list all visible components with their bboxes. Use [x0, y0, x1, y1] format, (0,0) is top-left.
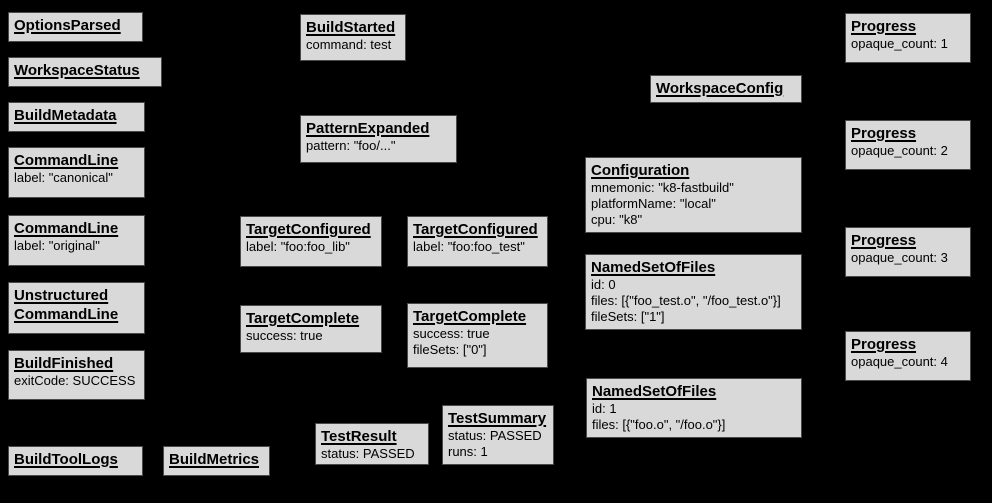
- event-box-build-started: BuildStarted command: test: [300, 14, 406, 61]
- event-title: BuildMetrics: [169, 451, 260, 468]
- event-box-progress-3: Progress opaque_count: 3: [845, 227, 971, 277]
- event-attr: label: "foo:foo_lib": [246, 239, 350, 254]
- event-box-progress-1: Progress opaque_count: 1: [845, 13, 971, 63]
- event-box-workspace-config: WorkspaceConfig: [650, 75, 802, 103]
- event-box-build-tool-logs: BuildToolLogs: [8, 446, 143, 476]
- event-box-build-finished: BuildFinished exitCode: SUCCESS: [8, 350, 145, 400]
- event-box-unstructured-command-line: Unstructured CommandLine: [8, 282, 145, 334]
- event-attr: opaque_count: 3: [851, 250, 948, 265]
- event-title: TargetComplete: [246, 310, 360, 327]
- event-title: PatternExpanded: [306, 120, 430, 137]
- event-box-progress-2: Progress opaque_count: 2: [845, 120, 971, 170]
- event-title: Progress: [851, 232, 917, 249]
- event-title: BuildMetadata: [14, 107, 117, 124]
- event-box-command-line-canonical: CommandLine label: "canonical": [8, 147, 145, 198]
- event-title: Progress: [851, 336, 917, 353]
- event-title: NamedSetOfFiles: [591, 259, 716, 276]
- event-attr: cpu: "k8": [591, 212, 643, 227]
- event-attr: mnemonic: "k8-fastbuild": [591, 180, 734, 195]
- event-title: BuildToolLogs: [14, 451, 118, 468]
- event-title: WorkspaceStatus: [14, 62, 140, 79]
- event-title: WorkspaceConfig: [656, 80, 784, 97]
- event-attr: pattern: "foo/...": [306, 138, 396, 153]
- event-attr: id: 0: [591, 277, 616, 292]
- event-box-pattern-expanded: PatternExpanded pattern: "foo/...": [300, 115, 457, 163]
- event-box-target-complete-lib: TargetComplete success: true: [240, 305, 382, 353]
- event-attr: fileSets: ["0"]: [413, 342, 487, 357]
- event-attr: success: true: [246, 328, 323, 343]
- event-box-build-metadata: BuildMetadata: [8, 102, 145, 132]
- event-attr: id: 1: [592, 401, 617, 416]
- event-title: TargetConfigured: [246, 221, 371, 238]
- event-title: Progress: [851, 125, 917, 142]
- event-title: Unstructured CommandLine: [14, 287, 119, 323]
- event-box-command-line-original: CommandLine label: "original": [8, 215, 145, 266]
- event-box-test-summary: TestSummary status: PASSED runs: 1: [442, 405, 554, 465]
- event-attr: exitCode: SUCCESS: [14, 373, 136, 388]
- event-box-target-configured-lib: TargetConfigured label: "foo:foo_lib": [240, 216, 382, 267]
- event-attr: command: test: [306, 37, 392, 52]
- event-box-test-result: TestResult status: PASSED: [315, 423, 429, 465]
- event-attr: label: "canonical": [14, 170, 113, 185]
- event-box-named-set-of-files-1: NamedSetOfFiles id: 1 files: [{"foo.o", …: [586, 378, 802, 438]
- event-title: Progress: [851, 18, 917, 35]
- event-attr: opaque_count: 1: [851, 36, 948, 51]
- event-title: OptionsParsed: [14, 17, 121, 34]
- event-attr: files: [{"foo_test.o", "/foo_test.o"}]: [591, 293, 781, 308]
- event-attr: success: true: [413, 326, 490, 341]
- event-attr: runs: 1: [448, 444, 488, 459]
- event-box-target-complete-test: TargetComplete success: true fileSets: […: [407, 303, 548, 368]
- event-attr: status: PASSED: [321, 446, 415, 461]
- event-box-workspace-status: WorkspaceStatus: [8, 57, 162, 87]
- event-box-options-parsed: OptionsParsed: [8, 12, 143, 42]
- event-box-progress-4: Progress opaque_count: 4: [845, 331, 971, 381]
- event-attr: files: [{"foo.o", "/foo.o"}]: [592, 417, 726, 432]
- event-attr: platformName: "local": [591, 196, 716, 211]
- event-attr: label: "foo:foo_test": [413, 239, 525, 254]
- event-title: CommandLine: [14, 220, 119, 237]
- event-title: TargetComplete: [413, 308, 527, 325]
- event-title: BuildStarted: [306, 19, 396, 36]
- event-box-configuration: Configuration mnemonic: "k8-fastbuild" p…: [585, 157, 802, 233]
- event-box-build-metrics: BuildMetrics: [163, 446, 270, 476]
- event-title: NamedSetOfFiles: [592, 383, 717, 400]
- event-attr: fileSets: ["1"]: [591, 309, 665, 324]
- event-title: TargetConfigured: [413, 221, 538, 238]
- event-attr: opaque_count: 2: [851, 143, 948, 158]
- event-title: CommandLine: [14, 152, 119, 169]
- event-title: BuildFinished: [14, 355, 114, 372]
- event-title: TestSummary: [448, 410, 547, 427]
- event-title: Configuration: [591, 162, 690, 179]
- event-box-named-set-of-files-0: NamedSetOfFiles id: 0 files: [{"foo_test…: [585, 254, 802, 330]
- event-title: TestResult: [321, 428, 397, 445]
- event-attr: opaque_count: 4: [851, 354, 948, 369]
- event-attr: status: PASSED: [448, 428, 542, 443]
- event-box-target-configured-test: TargetConfigured label: "foo:foo_test": [407, 216, 548, 267]
- event-attr: label: "original": [14, 238, 100, 253]
